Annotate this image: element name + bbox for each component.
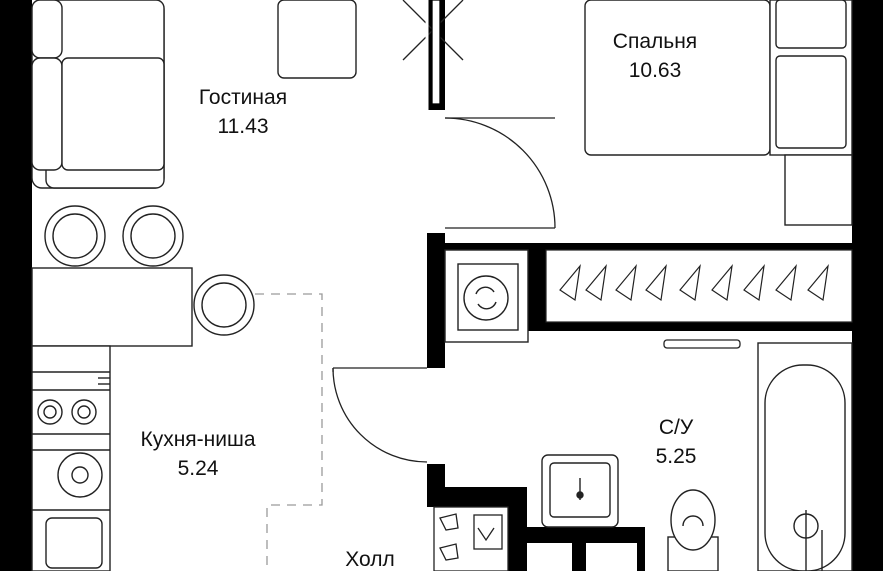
bath-wall-bottom	[527, 527, 637, 543]
room-label-kitchen: Кухня-ниша 5.24	[120, 426, 276, 484]
bath-wall-stub	[572, 543, 586, 571]
room-label-bedroom: Спальня 10.63	[590, 28, 720, 86]
toilet	[667, 489, 719, 571]
hall-wall-horizontal	[445, 487, 527, 507]
room-area-living: 11.43	[217, 114, 269, 138]
room-label-living: Гостиная 11.43	[178, 84, 308, 142]
kitchen-zone-dashed	[255, 293, 323, 571]
washing-machine	[444, 249, 529, 343]
room-name-bedroom: Спальня	[612, 30, 698, 53]
closet-wall-bottom	[528, 322, 852, 331]
room-name-kitchen: Кухня-ниша	[140, 428, 256, 451]
partition-wall-lower	[427, 464, 445, 507]
left-exterior-wall	[0, 0, 32, 571]
closet-wall-left	[528, 243, 546, 331]
coffee-table	[277, 0, 357, 79]
bathtub	[757, 342, 853, 571]
closet-wall-top	[445, 243, 852, 250]
door-bedroom	[444, 117, 556, 229]
door-hall	[332, 367, 428, 463]
bed	[584, 0, 853, 226]
room-label-hall: Холл	[320, 546, 420, 575]
towel-rail	[663, 339, 741, 349]
shoe-cabinet	[433, 506, 509, 571]
right-exterior-wall	[852, 0, 883, 571]
kitchen-counter	[31, 345, 111, 571]
room-area-bathroom: 5.25	[655, 444, 697, 468]
room-area-bedroom: 10.63	[628, 58, 682, 82]
room-name-hall: Холл	[345, 548, 395, 571]
window	[402, 0, 464, 110]
room-label-bathroom: С/У 5.25	[626, 414, 726, 472]
sofa	[31, 0, 165, 189]
wardrobe-hangers	[545, 249, 853, 323]
bath-wall-right	[637, 527, 645, 571]
room-name-living: Гостиная	[198, 86, 288, 109]
partition-wall-upper	[427, 233, 445, 368]
hall-wall-vertical	[508, 487, 527, 571]
sink	[541, 454, 619, 528]
dining-set	[31, 205, 255, 347]
room-name-bathroom: С/У	[658, 416, 694, 439]
room-area-kitchen: 5.24	[177, 456, 219, 480]
